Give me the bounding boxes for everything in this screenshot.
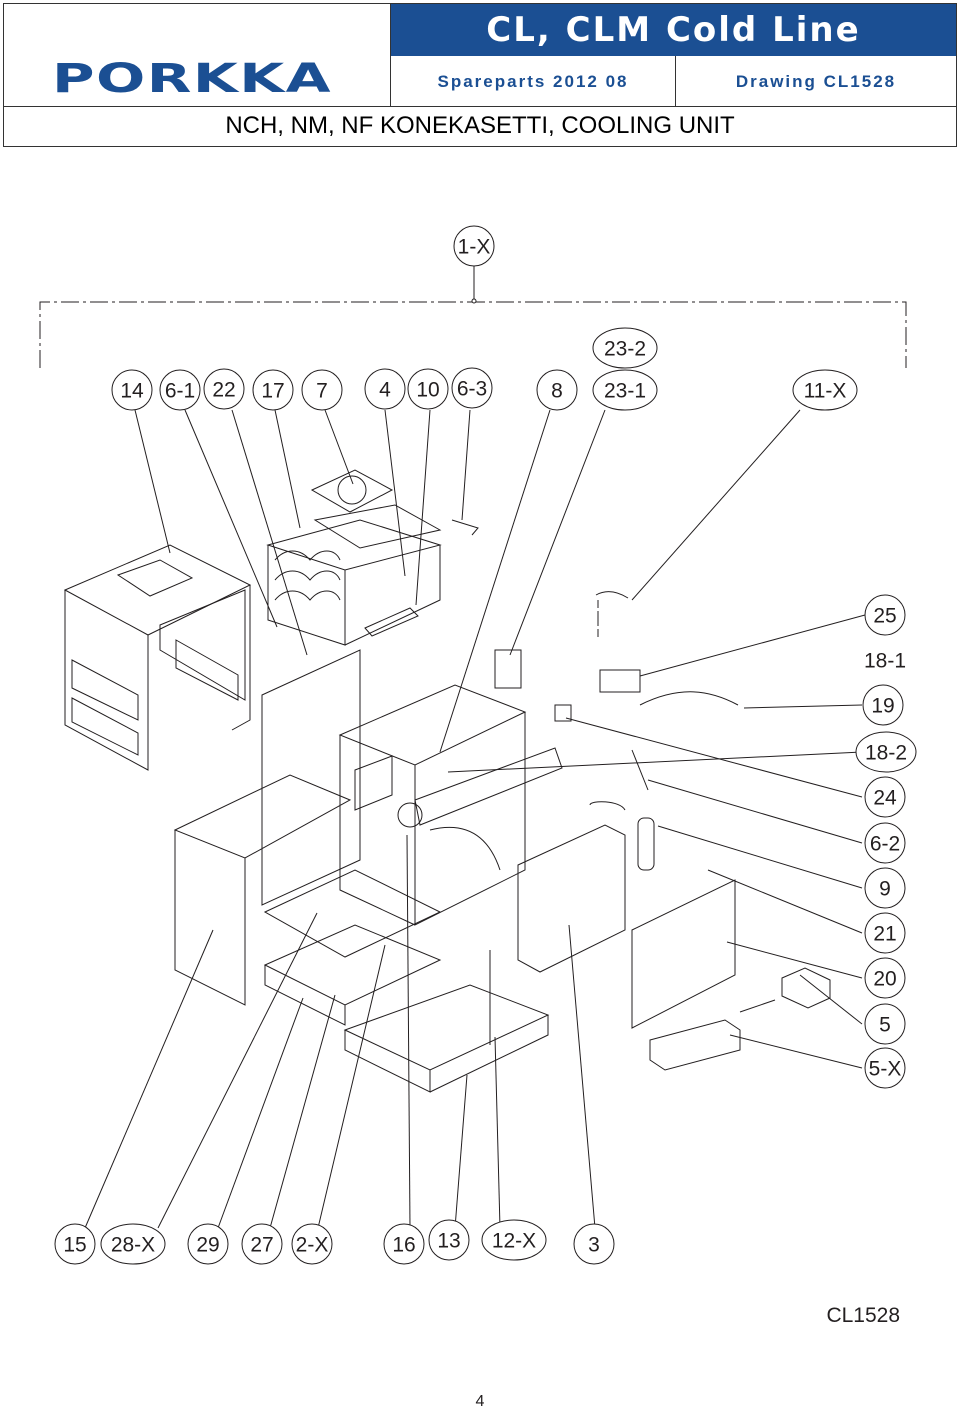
cable-19 (639, 691, 739, 706)
callout-circles (54, 225, 917, 1265)
sensor-6-3 (451, 519, 479, 536)
callout-top: 8 (551, 380, 563, 403)
callout-bottom: 16 (392, 1234, 415, 1257)
main-chassis (261, 649, 563, 926)
callout-right: 25 (873, 605, 896, 628)
callout-bottom: 2-X (296, 1234, 329, 1257)
arrow-5 (739, 999, 776, 1013)
callout-right: 9 (879, 878, 891, 901)
callout-assembly: 1-X (458, 236, 491, 259)
callout-top: 22 (212, 379, 235, 402)
callout-bottom: 13 (437, 1230, 460, 1253)
callout-bottom: 29 (196, 1234, 219, 1257)
callout-top-extra: 23-2 (604, 338, 646, 361)
callout-bottom: 3 (588, 1234, 600, 1257)
document-title: CL, CLM Cold Line (486, 10, 861, 50)
title-block: PORKKA CL, CLM Cold Line Spareparts 2012… (3, 3, 957, 147)
callout-top: 17 (261, 380, 284, 403)
box-20 (781, 967, 831, 1009)
callout-right: 21 (873, 923, 896, 946)
probe-6-2 (631, 749, 649, 791)
side-panel (173, 774, 352, 1006)
logo-cell: PORKKA (4, 4, 391, 107)
callout-top: 11-X (804, 380, 847, 403)
callout-top: 4 (379, 379, 391, 402)
callout-bottom: 28-X (111, 1234, 155, 1257)
callout-top: 14 (120, 380, 144, 403)
porkka-logo: PORKKA (52, 56, 332, 102)
callout-right: 24 (873, 787, 897, 810)
callout-right: 6-2 (870, 833, 900, 856)
page-number: 4 (475, 1393, 485, 1410)
board-5 (649, 1019, 741, 1071)
title-band: CL, CLM Cold Line (391, 4, 956, 56)
relay-18-1 (599, 669, 641, 693)
callout-right: 20 (873, 968, 896, 991)
callout-right: 19 (871, 695, 894, 718)
evaporator-coil (517, 801, 626, 973)
callout-top: 6-3 (457, 378, 487, 401)
callout-right: 5 (879, 1014, 891, 1037)
callout-bottom: 12-X (492, 1230, 536, 1253)
solenoid-23 (494, 649, 522, 689)
callout-right: 18-1 (864, 650, 906, 673)
drawing-label: Drawing CL1528 (676, 56, 956, 107)
spareparts-label: Spareparts 2012 08 (391, 56, 676, 107)
callout-right: 5-X (869, 1058, 902, 1081)
page-heading: NCH, NM, NF KONEKASETTI, COOLING UNIT (225, 112, 735, 139)
callout-bottom: 27 (250, 1234, 273, 1257)
condenser-unit (266, 469, 442, 646)
callout-labels: 1-X 23-2 14 6-1 22 17 7 4 10 6-3 8 23-1 … (63, 236, 907, 1257)
callout-bottom: 15 (63, 1234, 86, 1257)
callout-top: 6-1 (165, 380, 195, 403)
assembly-bracket (39, 301, 907, 368)
drier-9 (637, 817, 655, 871)
callout-top: 7 (316, 380, 328, 403)
drawing-reference: CL1528 (826, 1304, 900, 1327)
front-panel (631, 879, 736, 1029)
callout-right: 18-2 (865, 742, 907, 765)
drip-trays (263, 869, 550, 1093)
callout-top: 10 (416, 379, 439, 402)
callout-top: 23-1 (604, 380, 646, 403)
connector-11-X (595, 591, 629, 599)
leader-lines (84, 409, 866, 1229)
switch-24 (554, 704, 572, 722)
housing-frame (63, 544, 252, 771)
